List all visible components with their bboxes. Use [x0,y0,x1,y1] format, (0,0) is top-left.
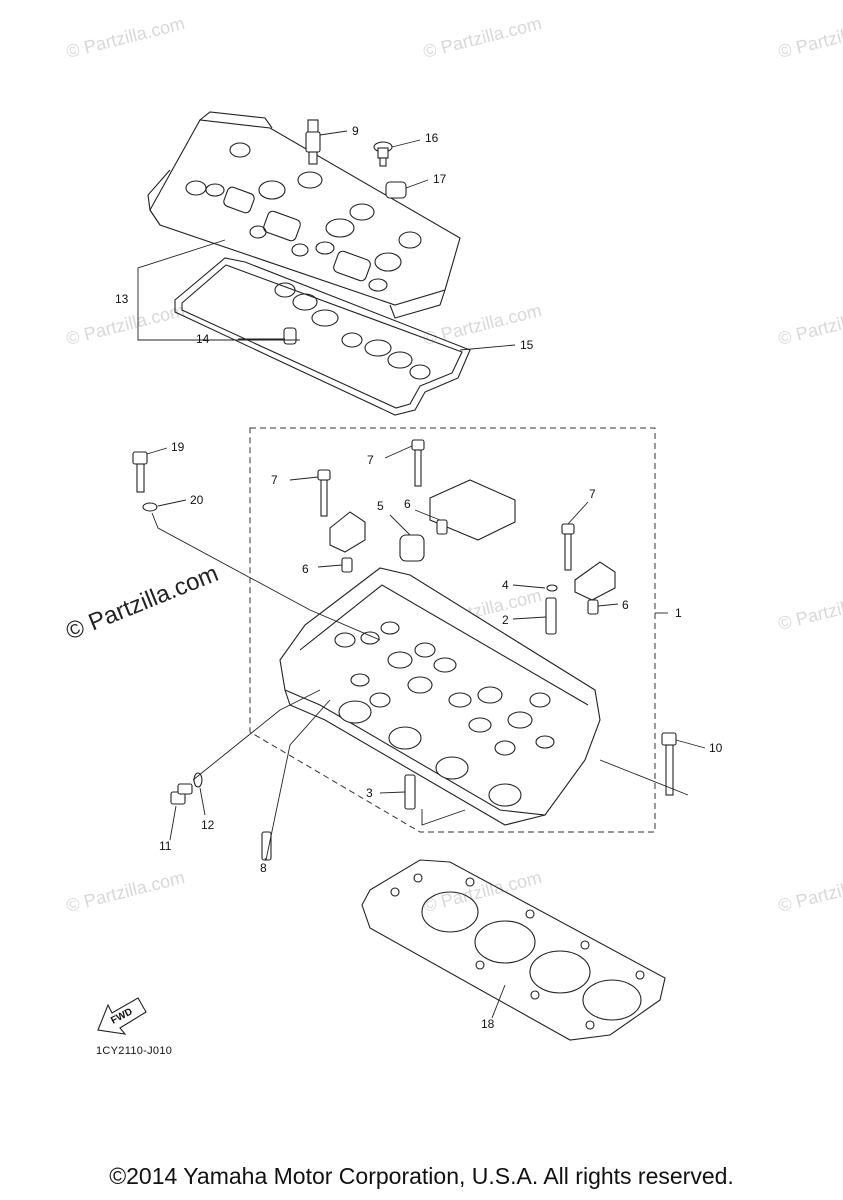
watermark-center: © Partzilla.com [62,560,222,646]
callout-11: 11 [159,839,172,853]
callout-13: 13 [115,292,129,306]
leader-lines [137,130,706,1019]
head-cover-gasket [174,257,471,416]
watermark: © Partzilla.com [776,300,843,349]
callout-9: 9 [352,124,359,138]
cylinder-head-gasket [361,859,666,1041]
cylinder-head-cover [147,111,461,319]
watermark: © Partzilla.com [776,867,843,916]
callout-3: 3 [366,786,373,800]
watermark: © Partzilla.com [776,13,843,62]
valve-guide-2 [545,584,558,635]
callout-20: 20 [190,493,204,507]
callout-8: 8 [260,861,267,875]
callout-15: 15 [520,338,534,352]
copyright-notice: ©2014 Yamaha Motor Corporation, U.S.A. A… [109,1163,734,1189]
dowel-pins-6 [341,519,599,615]
cap-5 [399,534,425,562]
callout-labels: 1 2 3 4 5 6 6 6 7 7 7 8 9 10 11 12 13 14… [115,124,723,1031]
callout-16: 16 [425,131,439,145]
valve-guide-3 [404,774,416,810]
watermark: © Partzilla.com [64,867,187,916]
callout-17: 17 [433,172,447,186]
callout-6: 6 [302,562,309,576]
cylinder-head-assembly-frame [249,427,656,833]
dowel-pin-14 [283,327,297,345]
bolts-7 [317,439,575,571]
fasteners [132,451,677,861]
bolt-16 [373,141,393,167]
callout-14: 14 [196,332,210,346]
callout-1: 1 [675,606,682,620]
forward-arrow-icon: FWD [97,997,147,1035]
diagram-code: 1CY2110-J010 [96,1045,173,1057]
callout-6: 6 [404,497,411,511]
callout-12: 12 [201,818,215,832]
grommet-17 [385,181,407,199]
watermark: © Partzilla.com [776,585,843,634]
watermark: © Partzilla.com [64,13,187,62]
watermark: © Partzilla.com [421,13,544,62]
callout-6: 6 [622,598,629,612]
callout-2: 2 [502,613,509,627]
callout-7: 7 [271,473,278,487]
callout-18: 18 [481,1017,495,1031]
callout-7: 7 [589,487,596,501]
spark-plug-9 [305,119,321,165]
callout-4: 4 [502,578,509,592]
callout-5: 5 [377,499,384,513]
callout-7: 7 [367,453,374,467]
watermark: © Partzilla.com [64,300,187,349]
cylinder-head [279,567,601,826]
watermark: © Partzilla.com [421,867,544,916]
callout-19: 19 [171,440,185,454]
callout-10: 10 [709,741,723,755]
camshaft-caps [329,479,616,601]
